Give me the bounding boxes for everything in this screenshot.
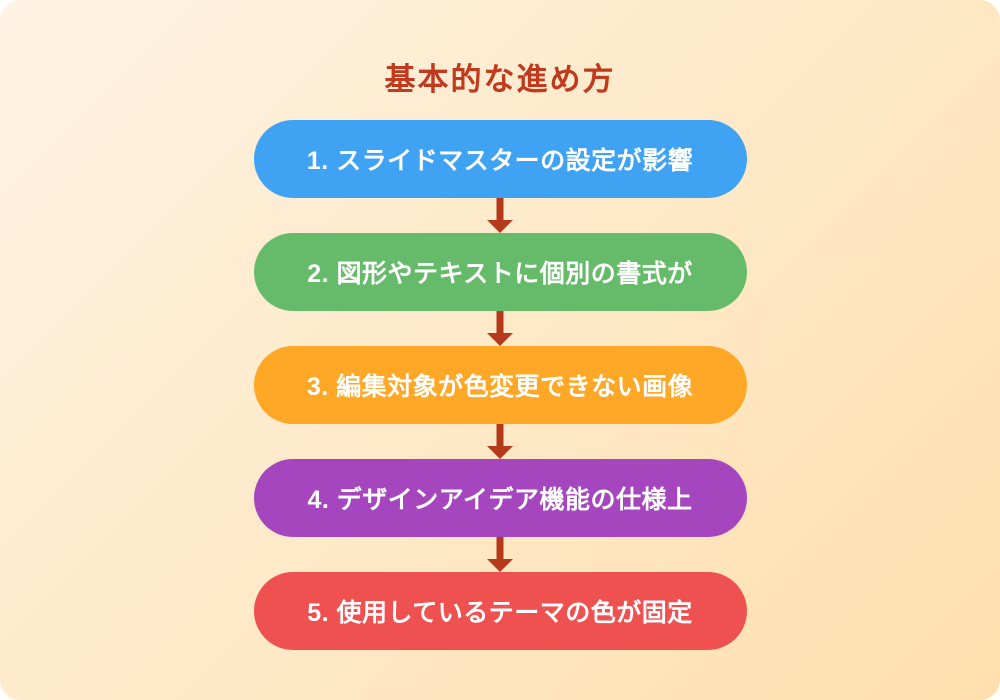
down-arrow-icon bbox=[486, 537, 514, 572]
step-4: 4. デザインアイデア機能の仕様上 bbox=[253, 459, 747, 537]
step-4-label: 4. デザインアイデア機能の仕様上 bbox=[307, 486, 693, 514]
page-title: 基本的な進め方 bbox=[384, 61, 616, 97]
down-arrow-icon bbox=[486, 311, 514, 346]
step-3: 3. 編集対象が色変更できない画像 bbox=[253, 346, 747, 424]
step-2-label: 2. 図形やテキストに個別の書式が bbox=[307, 260, 693, 288]
down-arrow-icon bbox=[486, 424, 514, 459]
step-5: 5. 使用しているテーマの色が固定 bbox=[253, 572, 747, 650]
step-1: 1. スライドマスターの設定が影響 bbox=[253, 120, 747, 198]
step-1-label: 1. スライドマスターの設定が影響 bbox=[306, 147, 694, 175]
step-5-label: 5. 使用しているテーマの色が固定 bbox=[307, 599, 693, 627]
flow-diagram: 1. スライドマスターの設定が影響 2. 図形やテキストに個別の書式が 3. 編… bbox=[0, 120, 1000, 650]
step-2: 2. 図形やテキストに個別の書式が bbox=[253, 233, 747, 311]
step-3-label: 3. 編集対象が色変更できない画像 bbox=[306, 373, 694, 401]
down-arrow-icon bbox=[486, 198, 514, 233]
